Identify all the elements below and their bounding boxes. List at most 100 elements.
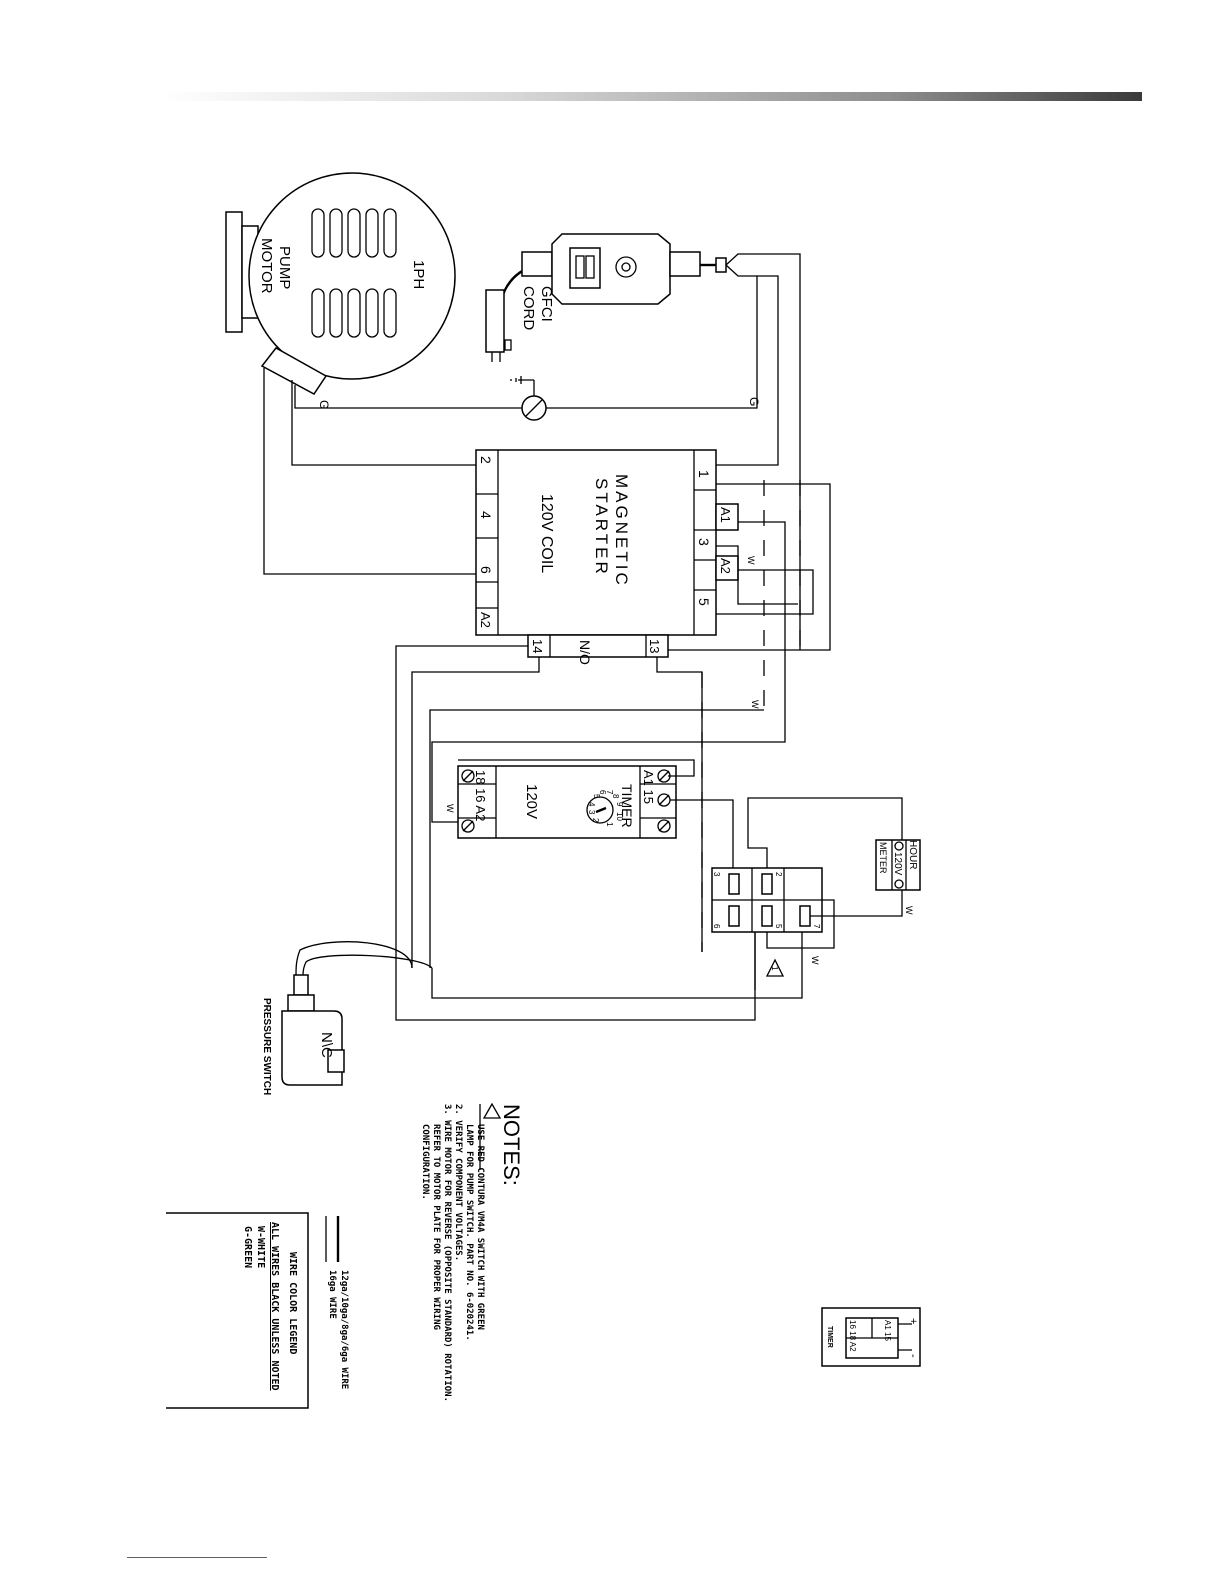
note-item-1b: LAMP FOR PUMP SWITCH. PART NO. 6-020241. xyxy=(464,1124,474,1341)
motor-lead-t2 xyxy=(291,380,476,466)
wire-gauge-key: 12ga/10ga/8ga/6ga WIRE 16ga WIRE xyxy=(325,1216,349,1389)
starter-terminal-1: 1 xyxy=(696,470,712,478)
timer-symbol-bottom: 16 18 A2 xyxy=(848,1320,857,1352)
timer-top-terminals: A1 15 xyxy=(641,770,656,804)
starter-title-line2: STARTER xyxy=(592,478,611,577)
timer-symbol-top: A1 15 xyxy=(883,1320,892,1341)
starter-terminal-6: 6 xyxy=(478,566,494,574)
gfci-strain-relief-left xyxy=(521,251,553,277)
timer-symbol-label: TIMER xyxy=(826,1326,833,1348)
timer-dial-numbers: 1 2 3 4 5 6 7 8 9 10 xyxy=(587,790,624,827)
wire-white-lower xyxy=(431,932,803,999)
pressure-switch: N\C PRESSURE SWITCH xyxy=(261,941,433,1095)
pressure-switch-label: PRESSURE SWITCH xyxy=(261,998,272,1095)
pump-motor: 1PH PUMP MOTOR xyxy=(225,172,456,395)
ground-connection: G G xyxy=(294,276,761,421)
svg-text:3: 3 xyxy=(712,872,721,877)
header-gradient-bar xyxy=(160,92,1142,101)
starter-terminal-a1: A1 xyxy=(718,507,733,523)
wire-13-down xyxy=(656,657,703,952)
pressure-wire-2 xyxy=(302,954,433,976)
pressure-switch-body xyxy=(281,1010,343,1086)
timer-bottom-terminals: 18 16 A2 xyxy=(473,770,488,821)
wire-meter-return xyxy=(810,890,903,917)
svg-text:7: 7 xyxy=(812,924,821,929)
svg-text:2: 2 xyxy=(591,818,600,823)
hour-meter-line1: HOUR xyxy=(907,840,918,869)
legend-item-white: W-WHITE xyxy=(255,1226,266,1268)
timer-module: TIMER 120V A1 15 18 16 A2 1 2 3 4 5 6 7 … xyxy=(457,765,677,839)
starter-terminal-a2-left: A2 xyxy=(478,612,493,628)
wire-key-thin: 16ga WIRE xyxy=(327,1270,337,1319)
note-item-3b: REFER TO MOTOR PLATE FOR PROPER WIRING xyxy=(431,1124,441,1330)
starter-title-line1: MAGNETIC xyxy=(612,474,631,588)
timer-dial xyxy=(586,796,614,824)
starter-aux-13: 13 xyxy=(647,639,662,653)
timer-voltage: 120V xyxy=(523,784,540,819)
wire-a1-to-timer xyxy=(431,521,786,823)
wire-t1-to-13 xyxy=(668,483,831,651)
svg-text:5: 5 xyxy=(774,924,783,929)
wire-mark-w2: W xyxy=(750,700,760,709)
starter-terminal-2: 2 xyxy=(478,456,494,464)
warning-triangle-icon xyxy=(765,958,785,977)
motor-label-line2: MOTOR xyxy=(258,238,275,294)
svg-text:8: 8 xyxy=(611,794,620,799)
starter-aux-no: N/O xyxy=(577,640,593,665)
wire-timer-15-to-switch xyxy=(670,799,734,868)
svg-text:2: 2 xyxy=(774,872,783,877)
svg-text:9: 9 xyxy=(615,802,624,807)
wire-white-return xyxy=(429,709,764,968)
wire-mark-w3: W xyxy=(445,804,455,813)
motor-conduit-box xyxy=(260,347,328,395)
starter-terminal-3: 3 xyxy=(696,538,712,546)
wire-mark-w1: W xyxy=(746,556,756,565)
note-item-3a: 3. WIRE MOTOR FOR REVERSE (OPPOSITE STAN… xyxy=(442,1104,452,1402)
hour-meter-line3: METER xyxy=(878,842,888,874)
notes-block: NOTES: USE RED CONTURA VM4A SWITCH WITH … xyxy=(420,1102,524,1402)
wire-14-to-pressure xyxy=(411,657,540,968)
warning-note-number: 1 xyxy=(770,966,779,971)
starter-aux-14: 14 xyxy=(530,639,545,653)
svg-text:6: 6 xyxy=(712,924,721,929)
wire-timer-a1 xyxy=(458,759,695,777)
timer-symbol-plus: + xyxy=(907,1318,919,1324)
motor-vents xyxy=(311,208,397,338)
note-item-1a: USE RED CONTURA VM4A SWITCH WITH GREEN xyxy=(475,1124,485,1330)
wire-mark-w4: W xyxy=(810,956,820,965)
svg-text:6: 6 xyxy=(598,790,607,795)
note-item-2: 2. VERIFY COMPONENT VOLTAGES. xyxy=(453,1104,463,1261)
wire-key-thick: 12ga/10ga/8ga/6ga WIRE xyxy=(339,1270,349,1389)
motor-label-line1: PUMP xyxy=(276,246,293,289)
gfci-label-line1: GFCI xyxy=(538,286,555,322)
legend-title: WIRE COLOR LEGEND xyxy=(287,1252,298,1354)
wire-t3-t5 xyxy=(716,545,798,605)
ground-label-cord: G xyxy=(747,397,761,406)
pressure-wire-1 xyxy=(295,941,413,976)
timer-title: TIMER xyxy=(619,784,635,828)
svg-text:7: 7 xyxy=(605,790,614,795)
svg-text:4: 4 xyxy=(587,802,596,807)
gfci-label-line2: CORD xyxy=(520,286,537,330)
motor-phase-label: 1PH xyxy=(410,260,427,289)
notes-title: NOTES: xyxy=(499,1104,524,1186)
svg-text:3: 3 xyxy=(587,810,596,815)
wire-switch-to-meter xyxy=(747,797,903,868)
wire-14-loop xyxy=(395,645,756,1021)
wire-switch-loop xyxy=(766,899,835,949)
footer-rule xyxy=(127,1557,267,1558)
starter-terminal-4: 4 xyxy=(478,511,494,519)
gfci-plug xyxy=(485,289,505,353)
timer-symbol: A1 15 16 18 A2 TIMER + - xyxy=(821,1307,921,1367)
switch-block: 3 2 6 5 7 1 W xyxy=(711,867,823,977)
wire-mark-w5: W xyxy=(904,906,914,915)
starter-coil-label: 120V COIL xyxy=(538,494,555,573)
gfci-cord: GFCI CORD xyxy=(485,233,801,650)
hour-meter-line2: 120V xyxy=(892,852,903,876)
legend-item-green: G-GREEN xyxy=(242,1226,253,1268)
note-item-3c: CONFIGURATION. xyxy=(420,1124,430,1200)
magnetic-starter: MAGNETIC STARTER 120V COIL 2 4 6 A2 1 A1… xyxy=(475,449,739,665)
svg-text:5: 5 xyxy=(592,794,601,799)
svg-text:10: 10 xyxy=(615,812,624,821)
